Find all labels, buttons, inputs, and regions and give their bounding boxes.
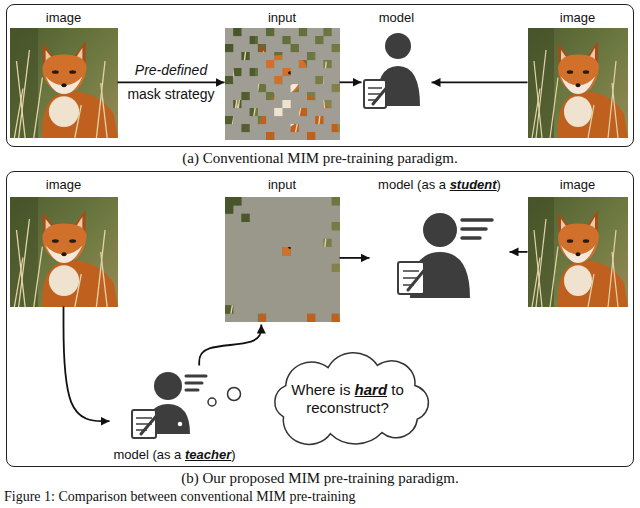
column-heading: image: [560, 10, 595, 25]
column-heading: image: [46, 10, 81, 25]
image-box: image: [10, 177, 118, 307]
text-part: Where is: [291, 381, 354, 398]
edge-label-holder: Pre-defined mask strategy: [123, 58, 219, 106]
teacher-icon: [132, 372, 206, 438]
student-model-box: model (as a student): [370, 177, 510, 302]
panel-frame: (b) Our proposed MIM pre-training paradi…: [6, 171, 634, 467]
image-box: image: [10, 10, 118, 138]
panel-caption: (b) Our proposed MIM pre-training paradi…: [181, 470, 458, 487]
arrow-connector: [199, 325, 261, 366]
column-heading: input: [268, 10, 296, 25]
edge-label: Pre-defined mask strategy: [123, 58, 219, 106]
student-icon: [398, 213, 492, 298]
arrow-connector: [64, 307, 110, 422]
model-box: model: [362, 10, 432, 112]
cloud-shape: [274, 352, 428, 444]
panel-caption: (a) Conventional MIM pre-training paradi…: [182, 150, 457, 167]
masked-input-box: input: [225, 10, 340, 140]
column-heading: image: [46, 177, 81, 192]
text-part: ): [231, 447, 235, 462]
panel-frame: (a) Conventional MIM pre-training paradi…: [6, 4, 634, 147]
image-box: image: [528, 10, 628, 138]
thought-text: Where is hard to reconstruct?: [288, 381, 408, 417]
text-part: model (as a: [378, 177, 450, 192]
emphasis: hard: [355, 381, 388, 398]
arrow-connector: [510, 251, 528, 253]
arrow-connector: [340, 81, 362, 83]
text-part: model (as a: [113, 447, 185, 462]
model-icon: [364, 33, 420, 108]
arrow-connector: [432, 82, 528, 84]
fox-photo: [10, 197, 118, 307]
image-box: image: [528, 177, 628, 307]
masked-input-box: input: [225, 177, 340, 325]
column-heading: model: [379, 10, 414, 25]
figure-caption: Figure 1: Comparison between conventiona…: [4, 489, 355, 504]
icon-label: model (as a teacher): [113, 447, 235, 462]
arrow-connector: [340, 257, 370, 259]
teacher-model-box: model (as a teacher): [110, 366, 240, 462]
figure-caption-holder: Figure 1: Comparison between conventiona…: [4, 489, 355, 504]
text-part: ): [497, 177, 501, 192]
arrow-connector: [118, 82, 225, 84]
emphasis: student: [450, 177, 497, 192]
fox-photo: [10, 28, 118, 138]
column-heading: model (as a student): [378, 177, 501, 192]
emphasis: teacher: [185, 447, 231, 462]
fox-photo: [528, 28, 628, 138]
thought-bubbles: [208, 388, 241, 407]
thought-cloud: Where is hard to reconstruct?: [260, 352, 436, 446]
fox-photo: [528, 197, 628, 307]
masked-photo: [225, 197, 340, 322]
masked-photo: [225, 28, 340, 140]
column-heading: image: [560, 177, 595, 192]
column-heading: input: [268, 177, 296, 192]
